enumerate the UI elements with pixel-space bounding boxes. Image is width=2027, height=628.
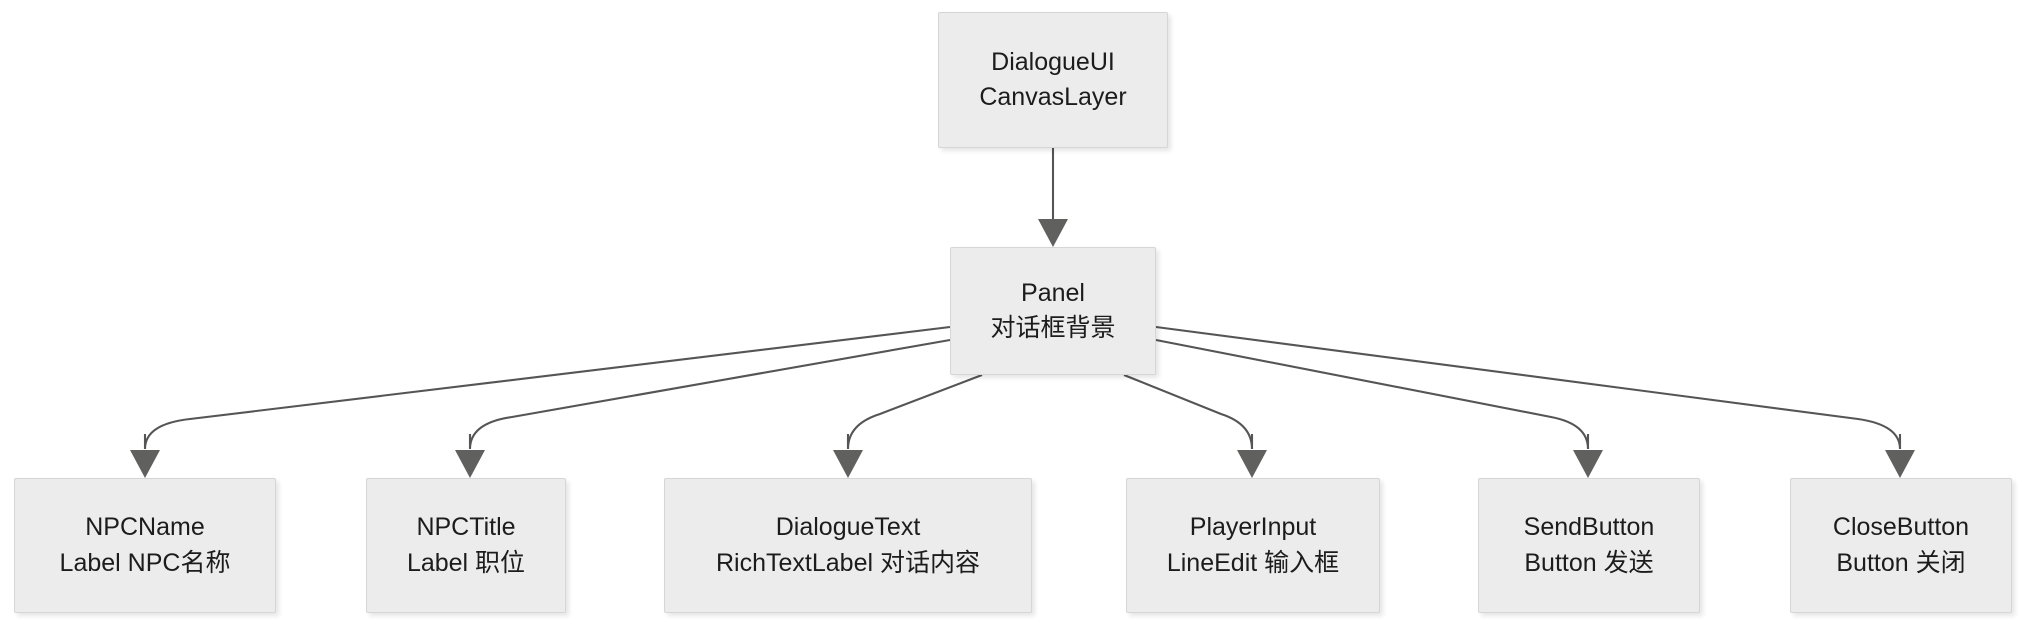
node-title: DialogueUI [991,47,1115,76]
node-title: Panel [1021,278,1085,307]
node-playerinput[interactable]: PlayerInput LineEdit 输入框 [1126,478,1380,613]
edge-line [1155,338,1590,450]
node-npcname[interactable]: NPCName Label NPC名称 [14,478,276,613]
edge-panel-to-npctitle [455,338,951,478]
node-subtitle: 对话框背景 [990,314,1116,342]
edge-panel-to-npcname [130,325,951,478]
node-subtitle: RichTextLabel 对话内容 [716,548,980,577]
node-subtitle: Button 关闭 [1836,548,1966,577]
edge-line [1123,374,1254,450]
edge-panel-to-dialoguetext [833,374,983,478]
node-title: NPCName [85,513,205,541]
arrow-head-icon [1038,219,1068,247]
node-title: NPCTitle [416,513,516,541]
node-sendbutton[interactable]: SendButton Button 发送 [1478,478,1700,613]
node-subtitle: CanvasLayer [979,83,1127,111]
edge-panel-to-closebutton [1155,325,1915,478]
edge-line [143,325,951,450]
node-title: SendButton [1523,513,1655,541]
arrow-head-icon [833,450,863,478]
node-closebutton[interactable]: CloseButton Button 关闭 [1790,478,2012,613]
arrow-head-icon [1237,450,1267,478]
node-title: CloseButton [1832,513,1970,541]
arrow-head-icon [1573,450,1603,478]
edge-panel-to-playerinput [1123,374,1267,478]
node-title: PlayerInput [1189,513,1317,541]
edge-line [1155,325,1902,450]
node-title: DialogueText [775,513,921,541]
edge-panel-to-sendbutton [1155,338,1603,478]
arrow-head-icon [455,450,485,478]
node-subtitle: Label NPC名称 [59,548,231,577]
edge-line [846,374,983,450]
node-subtitle: Button 发送 [1524,548,1654,577]
node-panel[interactable]: Panel 对话框背景 [950,247,1156,375]
edge-line [468,338,951,450]
edge-dialogueui-to-panel [1038,148,1068,247]
node-dialoguetext[interactable]: DialogueText RichTextLabel 对话内容 [664,478,1032,613]
node-npctitle[interactable]: NPCTitle Label 职位 [366,478,566,613]
arrow-head-icon [130,450,160,478]
node-dialogueui[interactable]: DialogueUI CanvasLayer [938,12,1168,148]
node-subtitle: Label 职位 [406,548,526,577]
arrow-head-icon [1885,450,1915,478]
node-subtitle: LineEdit 输入框 [1166,548,1340,577]
